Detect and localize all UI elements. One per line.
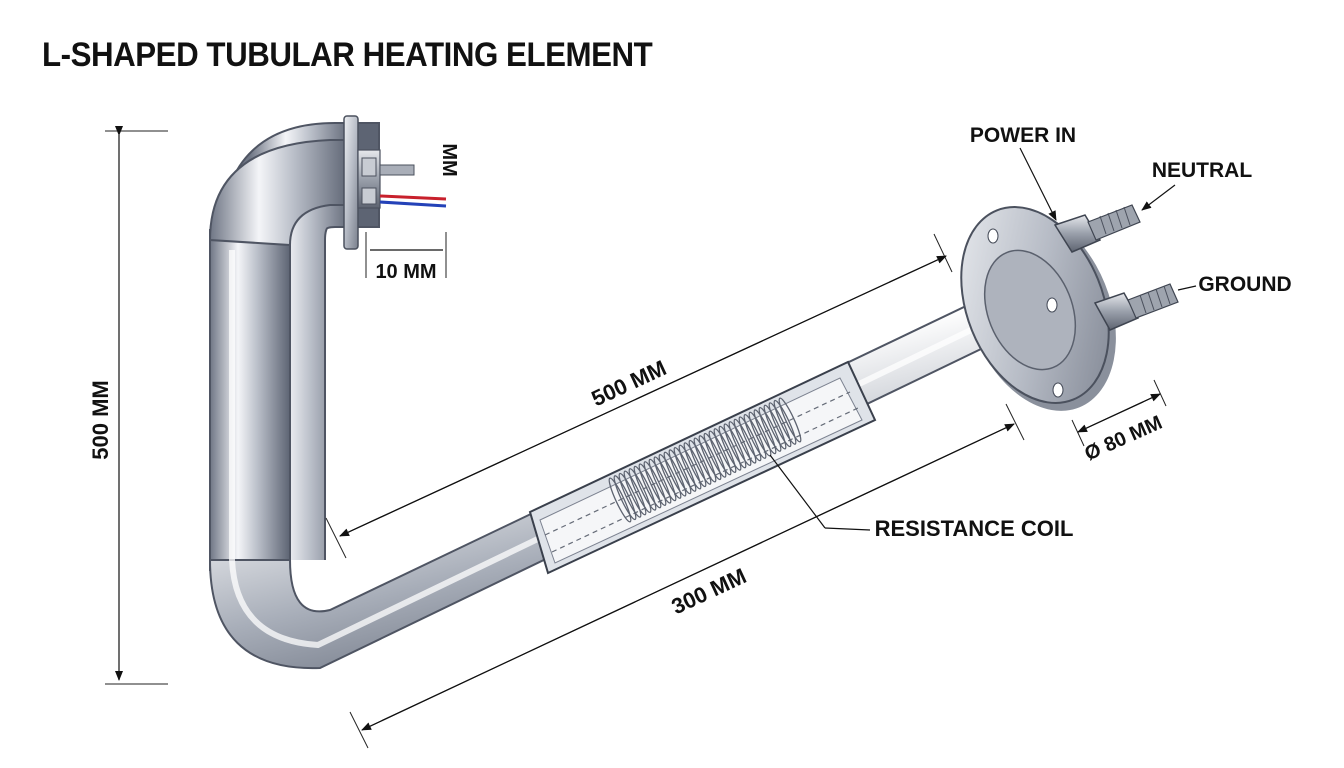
coil-winding [623, 470, 647, 516]
mounting-flange [960, 206, 1116, 411]
coil-winding [693, 437, 717, 483]
coil-winding [733, 418, 757, 464]
resistance-coil [608, 397, 802, 523]
coil-winding [688, 439, 712, 485]
dimension-lines [105, 126, 1197, 749]
coil-winding [718, 425, 742, 471]
coil-winding [773, 399, 797, 445]
terminal-bolt-lower [1093, 283, 1179, 331]
coil-winding [683, 442, 707, 488]
coil-winding [618, 472, 642, 518]
coil-winding [743, 414, 767, 459]
coil-winding [638, 463, 662, 509]
coil-winding [728, 421, 752, 466]
coil-winding [703, 432, 727, 478]
coil-winding [738, 416, 762, 462]
coil-winding [658, 454, 682, 499]
coil-winding [643, 461, 667, 506]
red-wire [379, 194, 447, 201]
coil-winding [663, 451, 687, 497]
resistance-coil-label: RESISTANCE COIL [875, 516, 1074, 541]
section-dim-label: 300 MM [668, 563, 751, 619]
coil-winding [633, 465, 657, 511]
power-in-label: POWER IN [970, 124, 1076, 147]
coil-winding [673, 446, 697, 492]
coil-winding [778, 397, 802, 443]
flange-dia-dim-label: Ø 80 MM [1082, 412, 1166, 466]
coil-winding [608, 477, 632, 523]
coil-winding [723, 423, 747, 469]
tube-body [208, 122, 1025, 670]
terminal-vertical-dim-label: MM [438, 143, 460, 176]
coil-winding [753, 409, 777, 455]
coil-winding [758, 406, 782, 452]
coil-winding [708, 430, 732, 476]
coil-winding [768, 402, 792, 448]
coil-winding [698, 435, 722, 481]
ground-label: GROUND [1198, 273, 1291, 296]
coil-winding [678, 444, 702, 490]
height-dim-label: 500 MM [88, 380, 113, 459]
coil-winding [613, 475, 637, 521]
diagram-title: L-SHAPED TUBULAR HEATING ELEMENT [42, 36, 653, 74]
cutaway-section [528, 360, 877, 575]
coil-winding [653, 456, 677, 502]
terminal-flange-small [343, 115, 447, 250]
coil-winding [763, 404, 787, 450]
terminal-bolt-upper [1053, 204, 1141, 253]
coil-winding [628, 468, 652, 514]
blue-wire [379, 200, 447, 208]
coil-winding [668, 449, 692, 495]
coil-winding [648, 458, 672, 504]
coil-winding [713, 428, 737, 474]
neutral-label: NEUTRAL [1152, 159, 1252, 182]
terminal-gap-dim-label: 10 MM [375, 261, 436, 283]
